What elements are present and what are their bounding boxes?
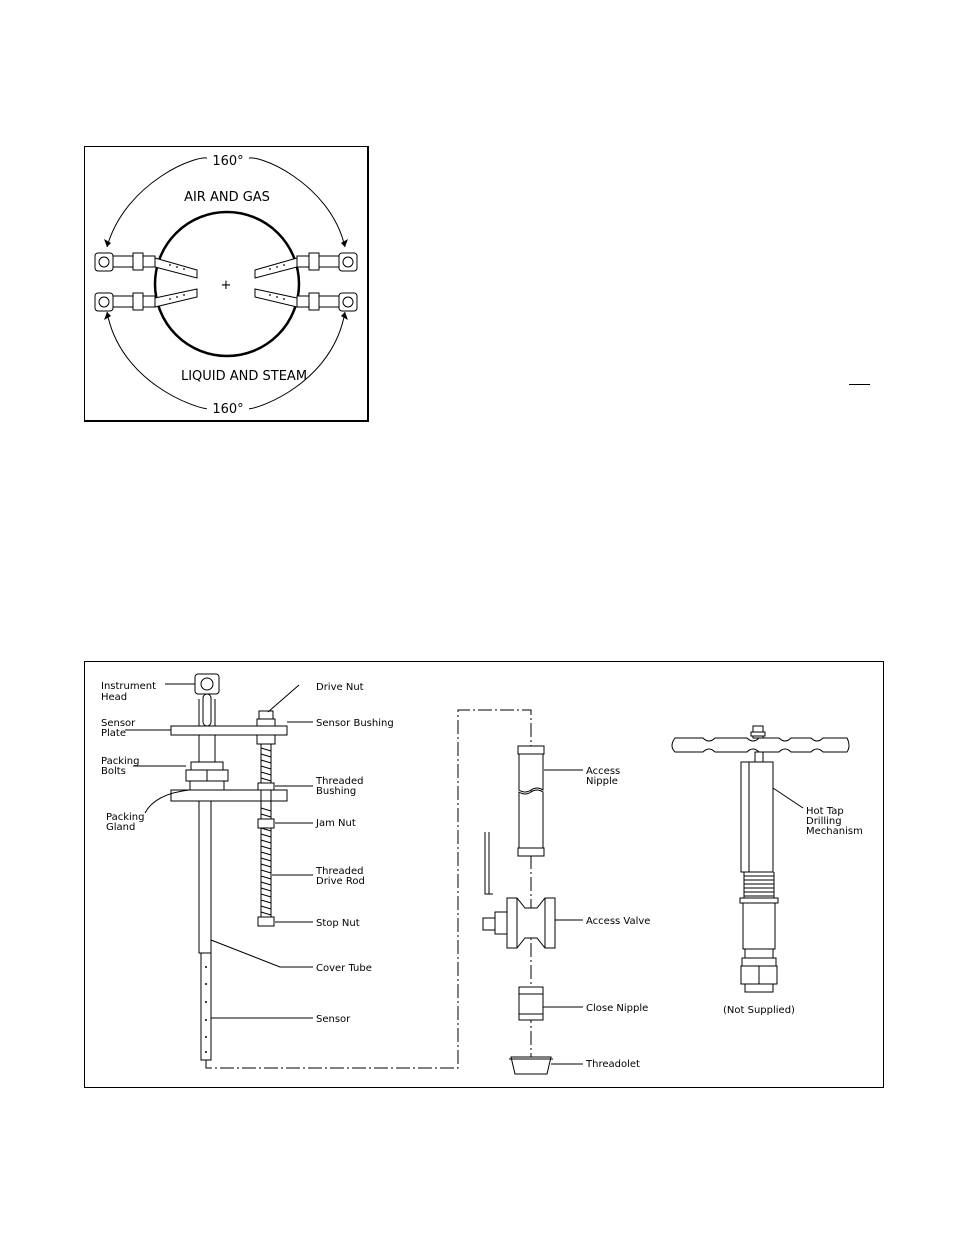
arrowhead (104, 312, 111, 320)
label-drive-nut: Drive Nut (316, 682, 364, 693)
callout-labels: Instrument Head Sensor Plate Packing Bol… (101, 681, 863, 1070)
arrowhead (341, 239, 348, 247)
alignment-centerline (205, 709, 532, 1074)
bottom-angle-arc (106, 311, 211, 410)
arrowhead (341, 312, 348, 320)
label-sensor-bushing: Sensor Bushing (316, 718, 394, 729)
sensor-assembly (170, 673, 288, 1061)
hot-tap-mechanism (671, 725, 850, 993)
air-gas-label: AIR AND GAS (184, 190, 270, 205)
label-hot-tap-2: Drilling (806, 816, 842, 827)
top-angle-arc (106, 157, 211, 248)
label-threadolet: Threadolet (585, 1059, 640, 1070)
label-instrument-head-1: Instrument (101, 681, 156, 692)
label-threaded-bushing-2: Bushing (316, 786, 356, 797)
underline-mark (849, 384, 870, 385)
installation-figure: Instrument Head Sensor Plate Packing Bol… (84, 661, 884, 1088)
sensor-lower-left (94, 288, 198, 312)
label-packing-bolts-2: Bolts (101, 766, 126, 777)
installation-diagram: Instrument Head Sensor Plate Packing Bol… (101, 673, 863, 1075)
sensor-lower-right (254, 288, 358, 312)
label-packing-bolts-1: Packing (101, 756, 139, 767)
label-hot-tap-1: Hot Tap (806, 806, 844, 817)
sensor-probe (200, 952, 212, 1061)
label-sensor-plate-2: Plate (101, 728, 126, 739)
label-stop-nut: Stop Nut (316, 918, 360, 929)
label-jam-nut: Jam Nut (315, 818, 356, 829)
orientation-figure: 160° AIR AND GAS + LIQUID AND STEAM 160° (84, 146, 369, 422)
label-cover-tube: Cover Tube (316, 963, 372, 974)
liquid-steam-label: LIQUID AND STEAM (181, 369, 307, 384)
arrowhead (104, 239, 111, 247)
label-not-supplied: (Not Supplied) (723, 1005, 795, 1016)
label-access-nipple-1: Access (586, 766, 620, 777)
sensor-plate (170, 725, 288, 736)
pipe-center-mark: + (221, 278, 232, 293)
label-sensor: Sensor (316, 1014, 351, 1025)
top-angle-label: 160° (212, 154, 243, 169)
label-access-nipple-2: Nipple (586, 776, 618, 787)
label-sensor-plate-1: Sensor (101, 718, 136, 729)
bottom-angle-arc-right (246, 311, 346, 410)
label-threaded-drive-rod-2: Drive Rod (316, 876, 365, 887)
orientation-diagram: 160° AIR AND GAS + LIQUID AND STEAM 160° (94, 151, 358, 417)
label-access-valve: Access Valve (586, 916, 650, 927)
label-close-nipple: Close Nipple (586, 1003, 648, 1014)
access-components (482, 745, 556, 1075)
sensor-upper-right (254, 252, 358, 279)
bottom-angle-label: 160° (212, 402, 243, 417)
label-packing-gland-2: Gland (106, 822, 135, 833)
cover-tube (198, 800, 212, 954)
label-packing-gland-1: Packing (106, 812, 144, 823)
label-instrument-head-2: Head (101, 692, 127, 703)
top-angle-arc-right (246, 157, 346, 248)
leader-lines (125, 683, 804, 1065)
instrument-head (194, 673, 220, 695)
label-threaded-drive-rod-1: Threaded (315, 866, 363, 877)
label-hot-tap-3: Mechanism (806, 826, 863, 837)
label-threaded-bushing-1: Threaded (315, 776, 363, 787)
pipe-circle (153, 210, 301, 358)
sensor-upper-left (94, 252, 198, 279)
